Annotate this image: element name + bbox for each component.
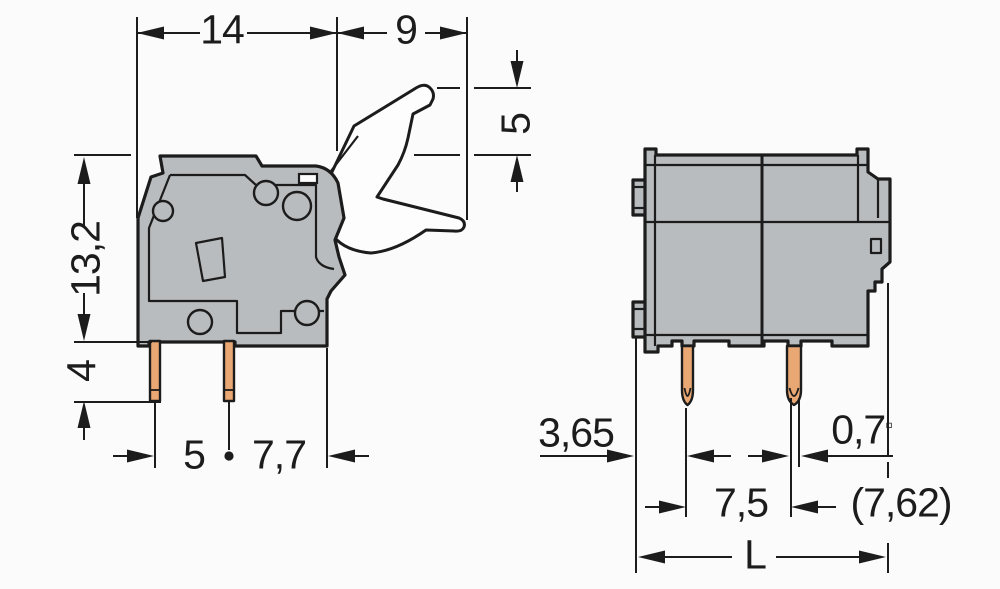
- side-pin-2: [222, 339, 236, 403]
- dim-label-0-7-value: 0,7: [831, 406, 886, 453]
- lever-shape: [316, 83, 466, 255]
- front-flange-slot: [869, 237, 883, 255]
- front-view: [631, 147, 892, 407]
- dim-label-5-pins: 5: [183, 431, 206, 478]
- side-hole-3: [281, 190, 313, 222]
- side-hole-4: [186, 308, 214, 336]
- dimension-lines: [74, 17, 893, 573]
- lever-crease-line: [330, 135, 359, 172]
- dim-label-7-62: (7,62): [850, 479, 952, 526]
- dim-label-14: 14: [200, 6, 245, 53]
- square-section-symbol: ▫: [885, 412, 893, 437]
- front-pin-2-tip: [788, 387, 800, 397]
- dim-label-7-7: 7,7: [252, 431, 307, 478]
- dim-label-7-5: 7,5: [714, 479, 769, 526]
- side-hole-1: [151, 199, 175, 223]
- pin-center-dot: [224, 451, 234, 461]
- side-hole-2: [252, 179, 280, 207]
- dim-label-13-2: 13,2: [62, 221, 109, 297]
- side-cam-window: [194, 236, 227, 283]
- dim-label-9: 9: [395, 6, 418, 53]
- side-inner-contour-left: [147, 174, 324, 335]
- dim-label-5-lever: 5: [492, 113, 539, 135]
- dim-label-L: L: [744, 531, 767, 578]
- dim-label-3-65: 3,65: [538, 409, 615, 456]
- side-hole-5: [293, 299, 321, 327]
- side-pin-1: [148, 339, 162, 403]
- side-top-notch: [297, 172, 319, 185]
- front-pin-1-tip: [683, 387, 692, 397]
- dim-label-4: 4: [58, 360, 105, 382]
- front-body: [643, 147, 892, 354]
- side-view: [136, 83, 466, 403]
- dim-label-0-7: 0,7▫: [831, 406, 893, 453]
